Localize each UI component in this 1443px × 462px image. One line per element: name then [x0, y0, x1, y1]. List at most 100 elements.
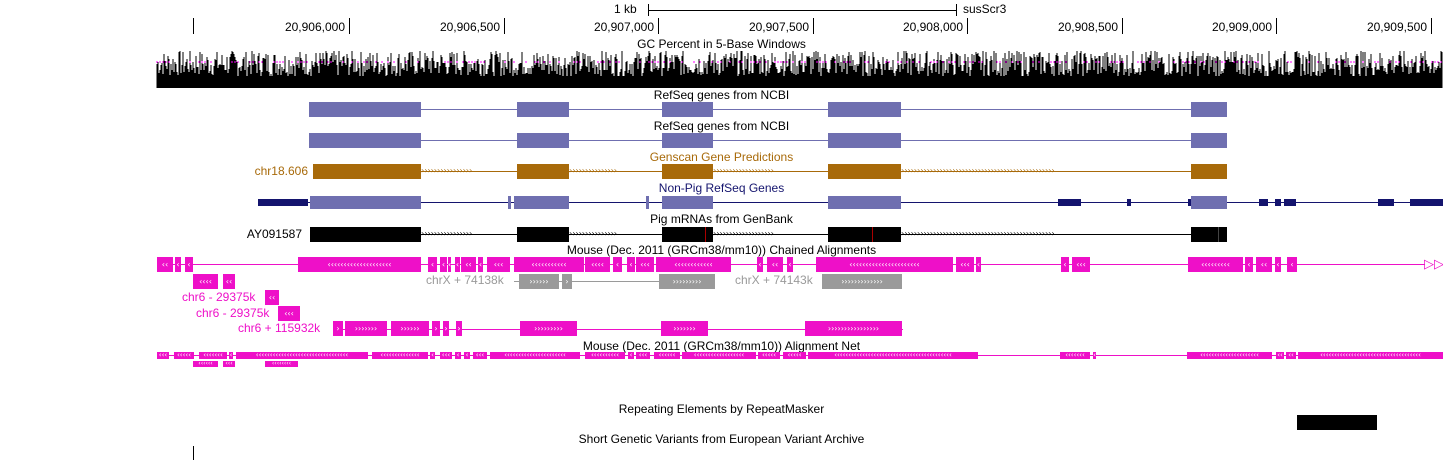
- exon-block[interactable]: [662, 102, 713, 117]
- mrna-item-label[interactable]: AY091587: [246, 227, 302, 241]
- chain-block[interactable]: ‹: [428, 257, 437, 272]
- exon-block[interactable]: [828, 196, 901, 209]
- chain-block[interactable]: ‹‹: [461, 257, 476, 272]
- repeatmasker-track-title[interactable]: Repeating Elements by RepeatMasker: [618, 402, 825, 416]
- chain-block[interactable]: ››››››: [519, 274, 559, 289]
- chain-block[interactable]: ‹: [185, 257, 193, 272]
- chain-block[interactable]: ‹: [448, 257, 451, 272]
- chain-block[interactable]: ‹‹‹‹‹‹‹‹‹: [1188, 257, 1243, 272]
- gc-percent-track-title[interactable]: GC Percent in 5-Base Windows: [637, 37, 806, 51]
- exon-block[interactable]: [309, 133, 421, 148]
- chain-block[interactable]: ›››››››: [661, 321, 708, 336]
- net-block[interactable]: ‹‹‹: [440, 352, 452, 359]
- chain-block[interactable]: ‹‹: [767, 257, 783, 272]
- chain-block[interactable]: ›: [333, 321, 343, 336]
- chain-block[interactable]: ‹‹‹: [956, 257, 974, 272]
- exon-block[interactable]: [1058, 199, 1081, 206]
- chain-block[interactable]: ‹: [440, 257, 447, 272]
- chain-label-chrx-74143k[interactable]: chrX + 74143k: [735, 273, 813, 287]
- chain-label-chrx-74138k[interactable]: chrX + 74138k: [426, 273, 504, 287]
- net-block[interactable]: ‹: [229, 352, 233, 359]
- chain-block[interactable]: ‹: [613, 257, 622, 272]
- exon-block[interactable]: [828, 102, 901, 117]
- genscan-item-label[interactable]: chr18.606: [254, 164, 308, 178]
- net-block[interactable]: ‹‹‹‹‹‹: [654, 352, 680, 359]
- net-block[interactable]: ‹‹‹‹‹‹‹‹‹‹‹‹‹‹‹‹‹‹: [682, 352, 756, 359]
- chain-block[interactable]: ‹‹‹: [636, 257, 654, 272]
- net-block[interactable]: ‹‹‹‹‹‹‹‹‹‹‹‹‹‹: [372, 352, 428, 359]
- exon-block[interactable]: [1188, 199, 1192, 206]
- exon-block[interactable]: [828, 227, 901, 242]
- chain-block[interactable]: ‹‹‹‹‹‹‹‹‹‹‹: [514, 257, 584, 272]
- chain-block[interactable]: ‹: [1061, 257, 1069, 272]
- chain-block[interactable]: ››››››››››››››››: [805, 321, 902, 336]
- exon-block[interactable]: [508, 196, 511, 209]
- refseq-track-title[interactable]: RefSeq genes from NCBI: [653, 88, 790, 102]
- chain-block[interactable]: ‹‹‹‹‹‹‹‹‹‹‹‹‹‹‹‹‹‹‹‹: [298, 257, 421, 272]
- net-block[interactable]: ‹‹‹‹‹‹‹‹‹‹‹‹‹‹‹‹‹‹‹‹‹‹: [490, 352, 580, 359]
- chain-block[interactable]: ‹: [627, 257, 635, 272]
- net-block[interactable]: ‹‹: [1286, 352, 1296, 359]
- net-block-level2[interactable]: ‹‹‹‹‹‹: [193, 361, 218, 367]
- exon-block[interactable]: [309, 102, 421, 117]
- chain-block[interactable]: ›››››››››››››: [822, 274, 902, 289]
- nonpig-genes[interactable]: [0, 194, 1443, 210]
- chain-block[interactable]: ›››››››: [345, 321, 387, 336]
- chain-end-arrow[interactable]: [1425, 257, 1441, 272]
- exon-block[interactable]: [828, 133, 901, 148]
- exon-block[interactable]: [1191, 102, 1227, 117]
- chain-block[interactable]: ‹: [478, 257, 483, 272]
- exon-block[interactable]: [662, 227, 713, 242]
- chain-block[interactable]: ‹: [175, 257, 181, 272]
- net-block-level2[interactable]: ‹‹‹‹‹‹‹‹: [265, 361, 298, 367]
- exon-block[interactable]: [517, 133, 569, 148]
- chain-block[interactable]: ››››››: [391, 321, 429, 336]
- chain-block[interactable]: ‹‹: [157, 257, 173, 272]
- chain-block[interactable]: ‹: [1275, 257, 1281, 272]
- net-alignments[interactable]: ‹‹‹‹‹‹‹‹‹‹‹‹‹‹‹‹‹‹‹‹‹‹‹‹‹‹‹‹‹‹‹‹‹‹‹‹‹‹‹‹…: [0, 351, 1443, 371]
- net-block[interactable]: ‹‹: [1276, 352, 1284, 359]
- net-block[interactable]: ‹‹‹‹‹: [758, 352, 780, 359]
- net-block[interactable]: ‹‹‹‹‹‹‹: [199, 352, 227, 359]
- mrna-alignment[interactable]: ››››››››››››››››››››››››››››››››››››››››…: [0, 226, 1443, 242]
- chain-block[interactable]: ‹: [455, 257, 460, 272]
- exon-block[interactable]: [662, 196, 713, 209]
- net-block[interactable]: ‹: [430, 352, 435, 359]
- exon-block[interactable]: [1191, 196, 1227, 209]
- mrna-track-title[interactable]: Pig mRNAs from GenBank: [650, 212, 793, 226]
- exon-block[interactable]: [514, 196, 569, 209]
- genscan-gene[interactable]: ››››››››››››››››››››››››››››››››››››››››…: [0, 163, 1443, 179]
- net-block[interactable]: ‹: [455, 352, 461, 359]
- exon-block[interactable]: [1284, 199, 1296, 206]
- nonpig-track-title[interactable]: Non-Pig RefSeq Genes: [658, 181, 785, 195]
- net-block[interactable]: ‹‹‹‹‹‹‹‹‹‹: [585, 352, 625, 359]
- exon-block[interactable]: [646, 196, 649, 209]
- exon-block[interactable]: [517, 102, 569, 117]
- chain-block[interactable]: ›››››››››: [520, 321, 577, 336]
- chain-block[interactable]: ‹: [1245, 257, 1253, 272]
- chain-block[interactable]: ‹: [976, 257, 981, 272]
- exon-block[interactable]: [1127, 199, 1131, 206]
- net-block[interactable]: ‹‹‹‹‹: [783, 352, 806, 359]
- chain-block[interactable]: ‹‹‹‹: [193, 274, 218, 289]
- chain-block[interactable]: ‹‹‹‹: [585, 257, 610, 272]
- exon-block[interactable]: [517, 164, 569, 179]
- chain-block[interactable]: ‹‹‹‹‹‹‹‹‹‹‹‹: [656, 257, 731, 272]
- chain-block[interactable]: ‹‹: [1256, 257, 1272, 272]
- net-block[interactable]: ‹‹‹‹‹‹‹‹‹‹‹‹‹‹‹‹‹‹‹‹‹: [1187, 352, 1272, 359]
- exon-block[interactable]: [1191, 227, 1227, 242]
- net-block[interactable]: ‹‹‹: [473, 352, 487, 359]
- exon-block[interactable]: [517, 227, 569, 242]
- net-block[interactable]: ‹: [628, 352, 634, 359]
- genscan-track-title[interactable]: Genscan Gene Predictions: [649, 150, 794, 164]
- chain-track-title[interactable]: Mouse (Dec. 2011 (GRCm38/mm10)) Chained …: [566, 243, 877, 257]
- chain-block[interactable]: ›: [562, 274, 572, 289]
- chain-label-chr6-29375k-b[interactable]: chr6 - 29375k: [196, 306, 270, 320]
- net-block[interactable]: ‹‹‹‹‹‹‹‹‹‹‹‹‹‹‹‹‹‹‹‹‹‹‹‹‹‹‹‹‹‹‹‹‹‹‹‹: [1298, 352, 1443, 359]
- gc-percent-wiggle[interactable]: [0, 50, 1443, 90]
- chain-block[interactable]: ‹‹‹: [487, 257, 510, 272]
- chain-block[interactable]: ›››››››››: [659, 274, 715, 289]
- net-block[interactable]: ‹‹‹‹‹: [174, 352, 194, 359]
